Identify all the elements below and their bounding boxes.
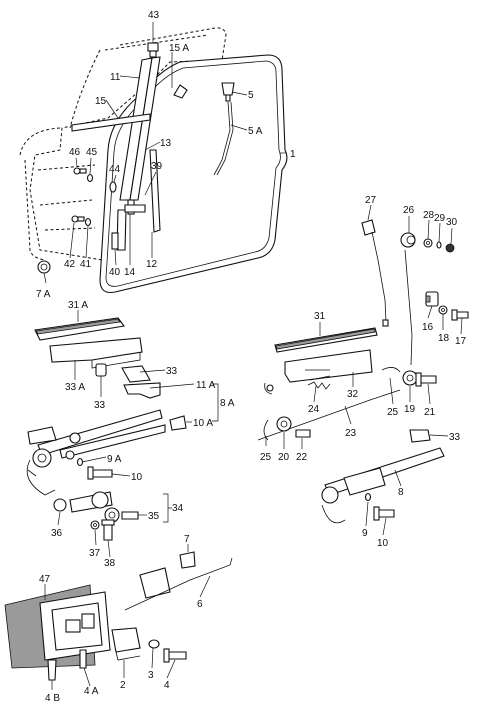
callout-38: 38 bbox=[104, 558, 116, 569]
callout-15A: 15 A bbox=[169, 43, 189, 54]
callout-45: 45 bbox=[86, 147, 98, 158]
callout-4B: 4 B bbox=[45, 693, 60, 704]
callout-14: 14 bbox=[124, 267, 136, 278]
callout-7A: 7 A bbox=[36, 289, 51, 300]
callout-16: 16 bbox=[422, 322, 434, 333]
callout-1: 1 bbox=[290, 149, 296, 160]
callout-9: 9 bbox=[362, 528, 368, 539]
callout-9A: 9 A bbox=[107, 454, 122, 465]
callout-10A: 10 A bbox=[193, 418, 213, 429]
callout-27: 27 bbox=[365, 195, 377, 206]
callout-36: 36 bbox=[51, 528, 63, 539]
callout-46: 46 bbox=[69, 147, 81, 158]
callout-19: 19 bbox=[404, 404, 416, 415]
callout-29: 29 bbox=[434, 213, 446, 224]
callout-4: 4 bbox=[164, 680, 170, 691]
callout-4A: 4 A bbox=[84, 686, 99, 697]
callout-7: 7 bbox=[184, 534, 190, 545]
left-regulator-assembly bbox=[26, 317, 187, 541]
callout-25-b: 25 bbox=[260, 452, 272, 463]
clip-43 bbox=[147, 42, 159, 58]
callout-40: 40 bbox=[109, 267, 121, 278]
callout-8: 8 bbox=[398, 487, 404, 498]
callout-18: 18 bbox=[438, 333, 450, 344]
callout-24: 24 bbox=[308, 404, 320, 415]
callout-10-a: 10 bbox=[131, 472, 143, 483]
interior-handle-assembly bbox=[4, 551, 233, 681]
callout-10-b: 10 bbox=[377, 538, 389, 549]
leader-lines bbox=[43, 22, 463, 690]
callout-44: 44 bbox=[109, 164, 121, 175]
callout-43: 43 bbox=[148, 10, 160, 21]
callout-11A: 11 A bbox=[196, 380, 216, 391]
right-regulator-assembly bbox=[257, 327, 445, 524]
callout-47: 47 bbox=[39, 574, 51, 585]
plug-7A bbox=[37, 260, 51, 274]
callout-5A: 5 A bbox=[248, 126, 263, 137]
callout-26: 26 bbox=[403, 205, 415, 216]
callout-20: 20 bbox=[278, 452, 290, 463]
callout-8A: 8 A bbox=[220, 398, 235, 409]
callout-33-a: 33 bbox=[166, 366, 178, 377]
callout-17: 17 bbox=[455, 336, 467, 347]
callout-31A: 31 A bbox=[68, 300, 88, 311]
callout-30: 30 bbox=[446, 217, 458, 228]
callout-39: 39 bbox=[151, 161, 163, 172]
callout-15: 15 bbox=[95, 96, 107, 107]
callout-22: 22 bbox=[296, 452, 308, 463]
callout-42: 42 bbox=[64, 259, 76, 270]
callout-12: 12 bbox=[146, 259, 158, 270]
callout-25-a: 25 bbox=[387, 407, 399, 418]
callout-32: 32 bbox=[347, 389, 359, 400]
callout-13: 13 bbox=[160, 138, 172, 149]
callout-33-c: 33 bbox=[449, 432, 461, 443]
callout-5: 5 bbox=[248, 90, 254, 101]
callout-6: 6 bbox=[197, 599, 203, 610]
callout-41: 41 bbox=[80, 259, 92, 270]
callout-34: 34 bbox=[172, 503, 184, 514]
callout-35: 35 bbox=[148, 511, 160, 522]
callout-33A: 33 A bbox=[65, 382, 85, 393]
regulator-cable-hardware bbox=[361, 219, 469, 366]
lock-knob-and-rod bbox=[213, 82, 235, 176]
callout-33-b: 33 bbox=[94, 400, 106, 411]
callout-37: 37 bbox=[89, 548, 101, 559]
callout-labels: 43 15 A 11 15 13 5 5 A 1 46 45 44 39 42 … bbox=[36, 10, 467, 704]
callout-31: 31 bbox=[314, 311, 326, 322]
window-guide-channels bbox=[71, 56, 188, 251]
callout-11-top: 11 bbox=[110, 72, 121, 83]
door-small-hardware bbox=[71, 167, 146, 250]
callout-23: 23 bbox=[345, 428, 357, 439]
callout-21: 21 bbox=[424, 407, 436, 418]
callout-3: 3 bbox=[148, 670, 154, 681]
callout-28: 28 bbox=[423, 210, 435, 221]
callout-2: 2 bbox=[120, 680, 126, 691]
